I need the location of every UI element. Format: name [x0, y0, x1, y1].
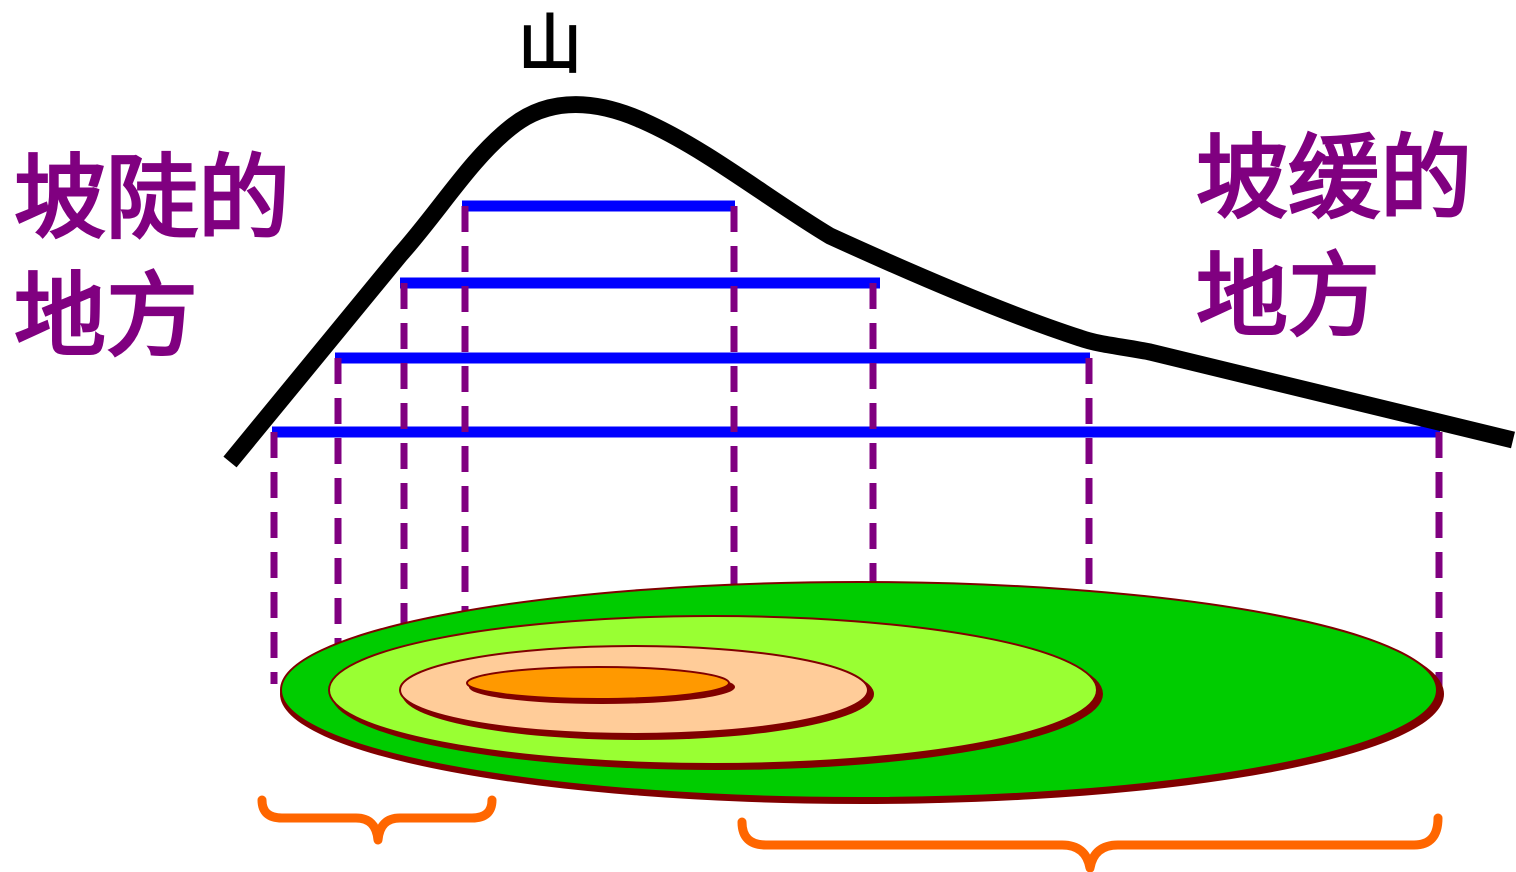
mountain-profile-line — [223, 96, 1516, 468]
steep-brace — [257, 795, 497, 845]
steep-slope-label-line2: 地方 — [14, 263, 199, 370]
gentle-slope-label-line1: 坡缓的 — [1196, 125, 1473, 232]
gentle-brace — [737, 813, 1443, 872]
gentle-slope-label: 坡缓的 地方 — [1196, 120, 1472, 356]
contour-ring-summit — [466, 666, 730, 700]
steep-slope-label: 坡陡的 地方 — [14, 140, 290, 376]
mountain-label: 山 — [518, 9, 582, 83]
contour-map — [280, 581, 1444, 804]
steep-slope-label-line1: 坡陡的 — [14, 145, 291, 252]
gentle-slope-label-line2: 地方 — [1196, 243, 1381, 350]
